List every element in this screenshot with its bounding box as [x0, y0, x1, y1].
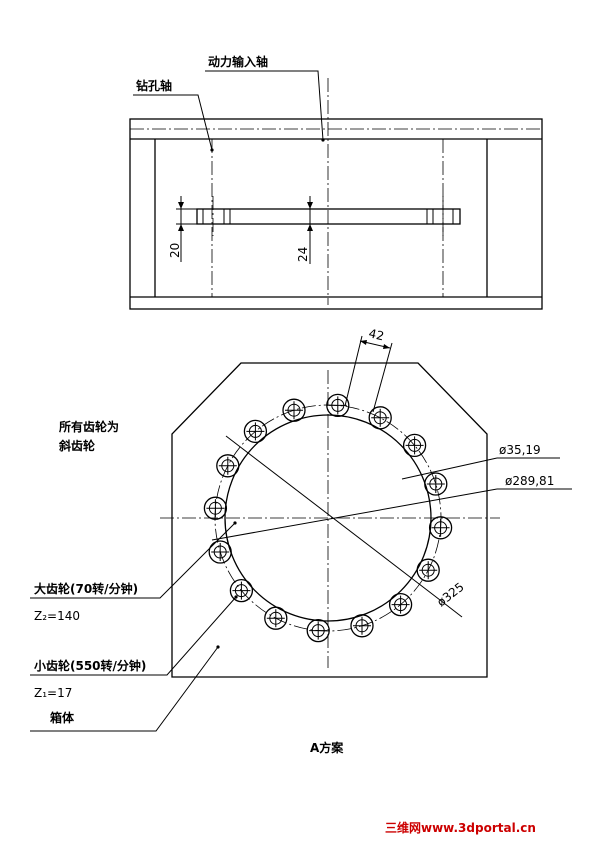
dim-42-arrow-right: [383, 344, 390, 349]
small-gear-outer: [350, 614, 374, 638]
small-gear: [416, 558, 440, 582]
helical-note-line1: 所有齿轮为: [59, 419, 119, 434]
small-gear: [428, 516, 453, 540]
small-gear-outer: [402, 433, 427, 458]
small-gear: [402, 433, 427, 458]
big-gear-circle: [224, 414, 432, 622]
small-gear: [203, 496, 228, 520]
dim-42-ext-left: [344, 335, 363, 407]
small-gear-teeth: Z₁=17: [34, 686, 72, 700]
housing-outline: [171, 362, 488, 678]
small-gear-leader: [30, 596, 237, 676]
small-gear-outer: [306, 618, 330, 643]
plan-view: 42 ø35,19 ø289,81 ø325 所有齿轮为 斜齿轮 大齿轮(70转…: [30, 326, 572, 755]
dim-42-arrow-left: [360, 340, 367, 345]
small-gear-leader-dot: [234, 595, 238, 599]
small-gear-outer: [424, 472, 448, 496]
big-gear-leader: [30, 522, 236, 599]
watermark: 三维网www.3dportal.cn: [385, 820, 536, 835]
dim-housing-dia-text: ø325: [434, 580, 466, 610]
small-gear: [326, 393, 350, 418]
drill-shaft-leader: [133, 94, 213, 151]
dim-24-text: 24: [296, 247, 310, 262]
small-dia-line: [401, 457, 498, 480]
housing-leader: [30, 646, 219, 732]
power-shaft-label: 动力输入轴: [208, 54, 268, 69]
housing-leader-dot: [216, 645, 220, 649]
drill-shaft-leader-dot: [210, 148, 214, 152]
gear-plate: [196, 208, 461, 225]
helical-note-line2: 斜齿轮: [58, 438, 96, 453]
dim-42-ext-right: [372, 342, 393, 413]
small-gear: [282, 398, 306, 422]
small-gear: [388, 592, 413, 617]
small-gear-outer: [428, 516, 453, 540]
dim-24-arrow-top: [307, 202, 313, 209]
small-gear-outer: [388, 592, 413, 617]
large-dia-line: [211, 488, 498, 541]
dim-20-text: 20: [168, 243, 182, 258]
small-gear: [243, 419, 268, 444]
small-gear-outer: [416, 558, 440, 582]
pitch-circle: [214, 404, 442, 632]
dim-small-dia-text: ø35,19: [499, 443, 541, 457]
small-gear: [306, 618, 330, 643]
small-gear-outer: [229, 578, 254, 603]
small-gear: [264, 606, 288, 630]
housing-dia-ext: [439, 599, 463, 618]
small-gear: [350, 614, 374, 638]
small-gear-outer: [368, 406, 392, 430]
small-gear: [229, 578, 254, 603]
dim-large-dia-text: ø289,81: [505, 474, 554, 488]
big-gear-teeth: Z₂=140: [34, 609, 80, 623]
small-gear-outer: [203, 496, 228, 520]
small-gear-label: 小齿轮(550转/分钟): [34, 658, 146, 673]
housing-frame-outer: [129, 118, 543, 310]
small-gear: [424, 472, 448, 496]
small-gear: [368, 406, 392, 430]
small-gear-outer: [208, 540, 232, 564]
small-gears: [203, 393, 453, 643]
small-gear-outer: [216, 454, 240, 478]
big-gear-label: 大齿轮(70转/分钟): [34, 581, 138, 596]
top-view: 20 24 动力输入轴 钻孔轴: [129, 54, 543, 310]
power-shaft-leader-dot: [321, 138, 325, 142]
dim-24-arrow-bottom: [307, 224, 313, 231]
big-gear-leader-dot: [233, 521, 237, 525]
caption: A方案: [310, 740, 344, 755]
small-gear-outer: [243, 419, 268, 444]
dim-20-arrow-top: [178, 202, 184, 209]
small-gear-outer: [264, 606, 288, 630]
dim-42-text: 42: [367, 326, 385, 343]
housing-label: 箱体: [50, 710, 75, 725]
small-gear-outer: [326, 393, 350, 418]
small-gear: [208, 540, 232, 564]
small-gear: [216, 454, 240, 478]
dim-20-arrow-bottom: [178, 224, 184, 231]
small-gear-outer: [282, 398, 306, 422]
power-shaft-leader: [205, 70, 324, 141]
drill-shaft-label: 钻孔轴: [136, 78, 172, 93]
